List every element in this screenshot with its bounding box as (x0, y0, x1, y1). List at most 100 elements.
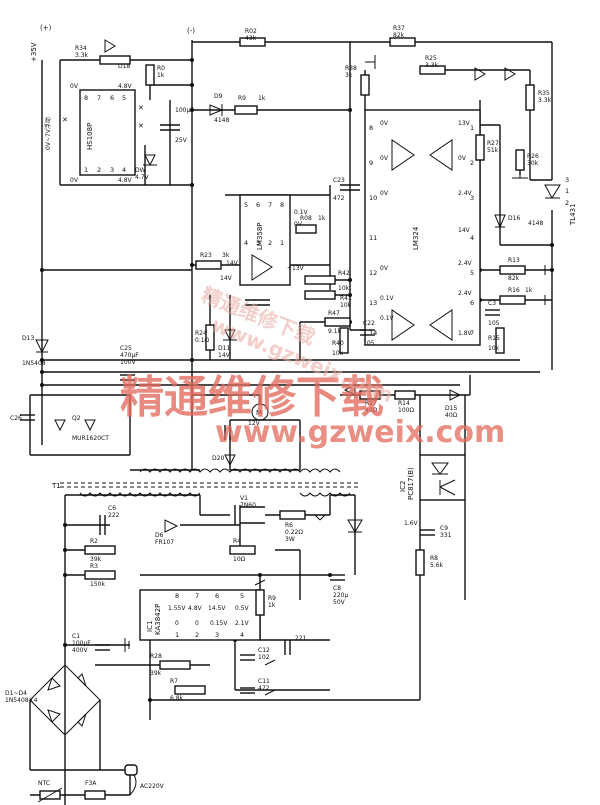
svg-text:6: 6 (110, 94, 114, 102)
svg-text:0V: 0V (70, 177, 79, 184)
svg-text:0V: 0V (380, 265, 389, 272)
pc817-name: PC817(B) (407, 467, 415, 500)
motor: M (251, 403, 269, 421)
q2-diode-icon (84, 419, 96, 432)
svg-text:R40: R40 (332, 340, 344, 347)
d15-icon (449, 389, 462, 401)
svg-text:0: 0 (195, 620, 199, 627)
capacitors (20, 124, 500, 694)
svg-text:C12: C12 (258, 647, 270, 654)
svg-text:5: 5 (470, 269, 474, 277)
svg-text:11: 11 (369, 234, 377, 242)
svg-text:5: 5 (244, 201, 248, 209)
svg-text:4: 4 (244, 239, 248, 247)
svg-text:MUR1620CT: MUR1620CT (72, 435, 109, 442)
svg-text:220μ: 220μ (333, 592, 348, 599)
svg-text:1: 1 (565, 187, 569, 195)
svg-text:39k: 39k (150, 670, 162, 677)
svg-text:222: 222 (108, 512, 120, 519)
svg-text:14V: 14V (226, 260, 239, 267)
transformer-t1: T1 (51, 468, 360, 497)
svg-text:82k: 82k (508, 275, 520, 282)
svg-text:R17: R17 (365, 400, 377, 407)
svg-text:R8: R8 (430, 555, 438, 562)
svg-text:105: 105 (363, 340, 375, 347)
watermark-main: 精通维修下载 (120, 372, 384, 423)
svg-text:12V: 12V (248, 420, 261, 427)
svg-text:F3A: F3A (85, 780, 97, 787)
svg-text:3k: 3k (345, 72, 353, 79)
svg-text:(+): (+) (40, 24, 52, 32)
svg-text:2: 2 (470, 159, 474, 167)
svg-text:1k: 1k (525, 287, 533, 294)
svg-text:1: 1 (84, 166, 88, 174)
svg-text:R2: R2 (90, 538, 98, 545)
svg-text:331: 331 (440, 532, 452, 539)
svg-text:D9: D9 (214, 93, 223, 100)
svg-text:C23: C23 (333, 177, 345, 184)
svg-text:R41: R41 (340, 295, 352, 302)
svg-text:3: 3 (565, 176, 569, 184)
svg-text:C8: C8 (333, 585, 341, 592)
svg-text:0.22Ω: 0.22Ω (285, 529, 303, 536)
svg-text:3: 3 (110, 166, 114, 174)
svg-text:10k: 10k (340, 302, 352, 309)
svg-text:2.4V: 2.4V (458, 190, 473, 197)
resistors (84, 37, 535, 695)
svg-text:T1: T1 (51, 482, 61, 490)
svg-text:NTC: NTC (38, 780, 50, 787)
svg-text:100Ω: 100Ω (398, 407, 414, 414)
svg-text:472: 472 (258, 685, 270, 692)
led-icon (431, 462, 449, 475)
svg-text:1: 1 (175, 631, 179, 639)
svg-text:30k: 30k (527, 160, 539, 167)
svg-text:R9: R9 (268, 595, 276, 602)
svg-text:D20: D20 (212, 455, 224, 462)
svg-text:C26: C26 (10, 415, 22, 422)
svg-text:R37: R37 (393, 25, 405, 32)
q2-diode-icon (54, 419, 66, 432)
svg-text:D6: D6 (155, 532, 164, 539)
svg-text:D15: D15 (445, 405, 457, 412)
svg-text:51k: 51k (487, 147, 499, 154)
pc817-id: IC2 (399, 481, 407, 492)
opamp-b-icon (429, 139, 453, 171)
svg-text:D18: D18 (118, 63, 130, 70)
svg-text:R4: R4 (233, 538, 241, 545)
svg-text:0: 0 (175, 620, 179, 627)
d20-icon (224, 454, 236, 467)
svg-text:1k: 1k (157, 72, 165, 79)
svg-text:14.5V: 14.5V (208, 605, 226, 612)
svg-text:R23: R23 (200, 252, 212, 259)
led-icon (474, 67, 486, 81)
diodes (35, 39, 516, 533)
lm358p-name: LM358P (256, 222, 264, 250)
svg-text:R13: R13 (508, 257, 520, 264)
svg-text:400V: 400V (72, 647, 88, 654)
svg-text:1N5408×4: 1N5408×4 (5, 697, 38, 704)
svg-text:1k: 1k (258, 95, 266, 102)
nc-cross-icon: ✕ (62, 116, 68, 124)
hs108p-name: HS108P (86, 123, 94, 150)
ic-lm358p: LM358P 5 6 7 8 4 3 2 1 0.1V 0V 14V (226, 194, 309, 286)
svg-text:0V: 0V (458, 155, 467, 162)
rail-labels: +35V (+) (-) (30, 24, 195, 62)
svg-text:C22: C22 (363, 320, 375, 327)
svg-text:4.7V: 4.7V (135, 174, 150, 181)
svg-text:100μF: 100μF (175, 107, 194, 114)
svg-text:V1: V1 (240, 495, 248, 502)
svg-text:C1: C1 (72, 633, 80, 640)
svg-text:R25: R25 (425, 55, 437, 62)
svg-text:R38: R38 (345, 65, 357, 72)
svg-text:2: 2 (268, 239, 272, 247)
bridge-diode-icon (47, 709, 61, 723)
svg-text:9: 9 (369, 159, 373, 167)
plus35v-label: +35V (30, 42, 38, 62)
svg-text:4: 4 (240, 631, 244, 639)
svg-text:105: 105 (488, 320, 500, 327)
d17-icon (343, 384, 356, 396)
svg-text:R3: R3 (90, 563, 98, 570)
svg-text:470μF: 470μF (120, 352, 139, 359)
svg-text:0.5V: 0.5V (235, 605, 250, 612)
svg-text:7: 7 (195, 592, 199, 600)
